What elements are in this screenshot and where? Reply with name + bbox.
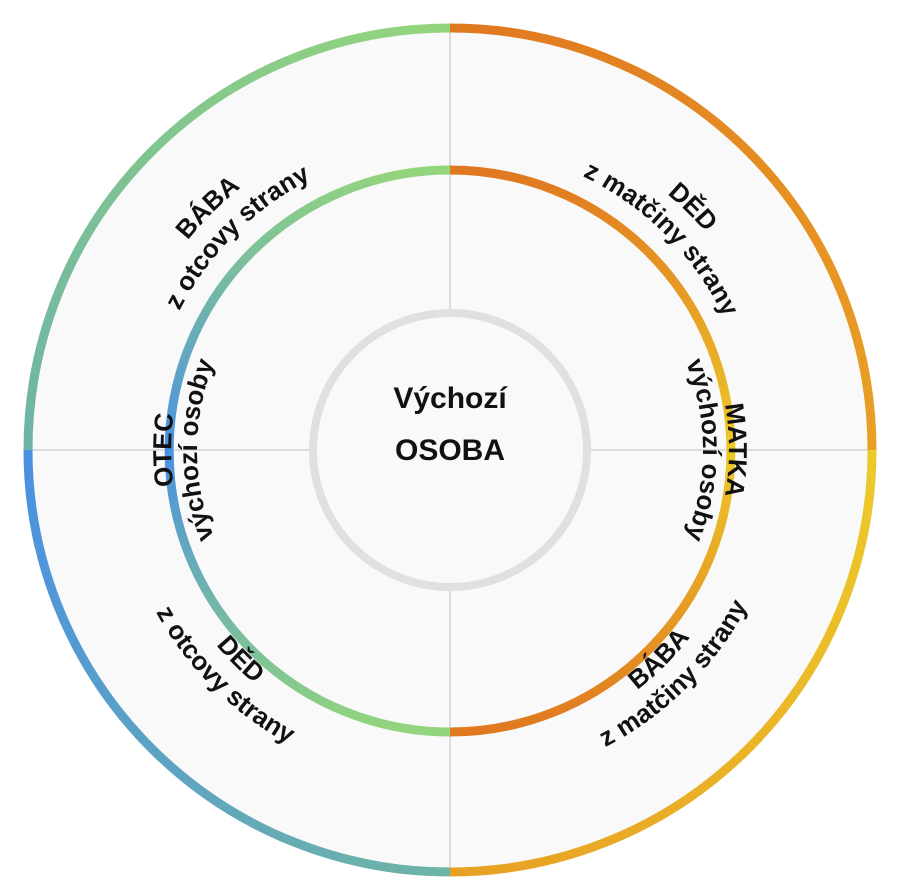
outer-arc-maternal-grandfather[interactable] (449, 23, 877, 451)
inner-arc-father[interactable] (164, 165, 451, 737)
inner-arc-mother[interactable] (449, 165, 736, 737)
outer-arc-paternal-grandmother[interactable] (23, 23, 451, 451)
center-line-2: OSOBA (395, 434, 505, 467)
center-line-1: Výchozí (393, 382, 508, 415)
center-disc[interactable] (309, 309, 591, 591)
outer-arc-paternal-grandfather[interactable] (23, 449, 451, 877)
outer-arc-maternal-grandmother[interactable] (449, 449, 877, 877)
label-mother-name: MATKA (719, 401, 753, 499)
